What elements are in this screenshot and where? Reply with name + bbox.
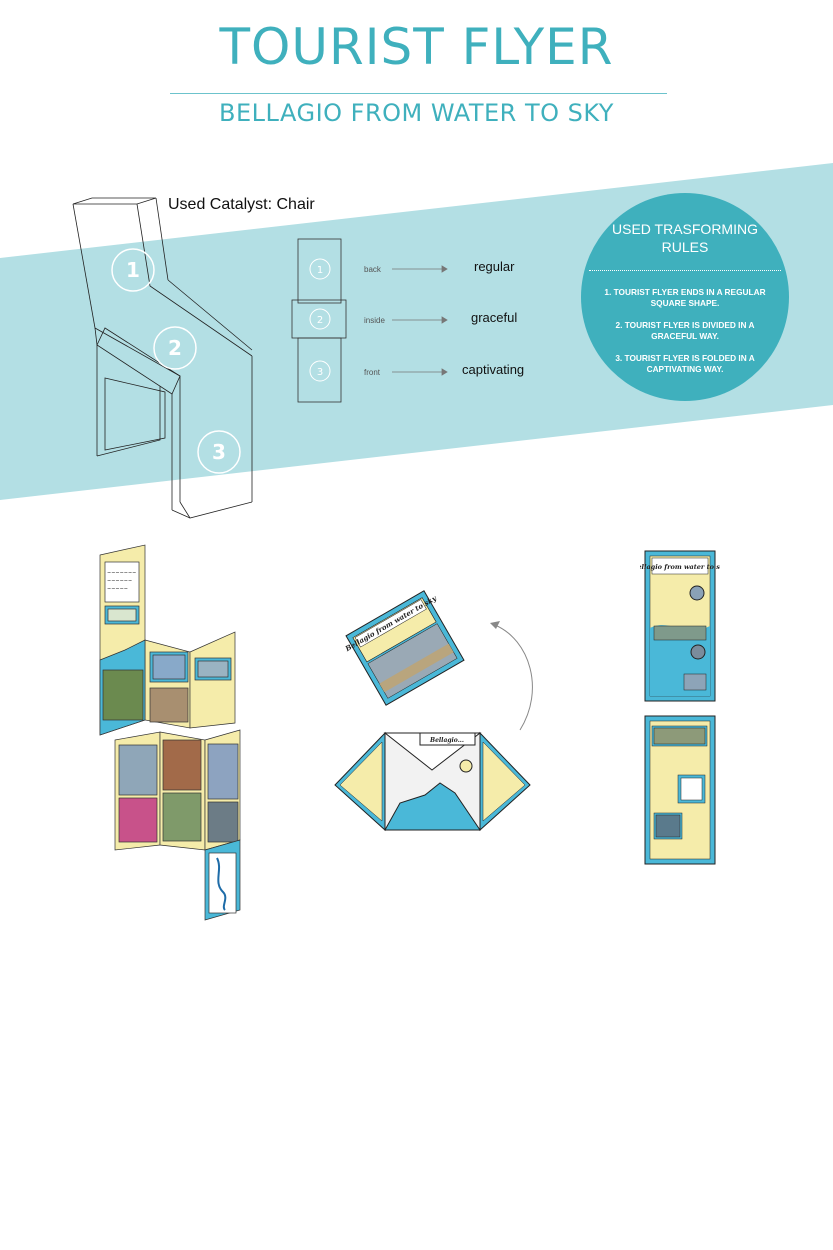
rules-circle: USED TRASFORMING RULES 1. TOURIST FLYER … [581,193,789,401]
title-divider [170,93,667,94]
position-inside: inside [364,316,385,325]
chair-drawing [72,197,253,519]
arrow-icon [441,368,448,376]
svg-text:~~~~~: ~~~~~ [107,586,128,592]
fold-num-2: 2 [317,315,323,326]
svg-text:~~~~~~~: ~~~~~~~ [107,570,136,576]
arrows [392,265,448,376]
right-panel-heading: Bellagio from water to sky [640,563,720,571]
rules-divider [589,270,781,271]
fold-num-3: 3 [317,367,323,378]
curved-arrow-icon [490,621,500,629]
fold-diagram: 1 2 3 [291,238,347,403]
arrow-icon [441,316,448,324]
chair-marker-1: 1 [111,248,155,292]
page-title: TOURIST FLYER [219,18,614,76]
arrow-icon [441,265,448,273]
flyer-mockup-right: Bellagio from water to sky [640,550,720,865]
chair-number-3: 3 [212,440,226,464]
catalyst-label: Used Catalyst: Chair [168,196,315,213]
position-back: back [364,265,381,274]
page-subtitle: BELLAGIO FROM WATER TO SKY [219,99,614,127]
flyer-mockup-center: Bellagio from water to sky Bellagio... [334,590,533,832]
trait-regular: regular [474,259,515,274]
position-front: front [364,368,381,377]
svg-text:~~~~~~: ~~~~~~ [107,578,132,584]
chair-marker-2: 2 [153,326,197,370]
envelope-label: Bellagio... [429,737,464,744]
rule-3: 3. TOURIST FLYER IS FOLDED IN A CAPTIVAT… [615,353,755,374]
rule-2: 2. TOURIST FLYER IS DIVIDED IN A GRACEFU… [615,320,755,341]
chair-number-1: 1 [126,258,140,282]
fold-num-1: 1 [317,265,323,276]
chair-number-2: 2 [168,336,182,360]
rule-1: 1. TOURIST FLYER ENDS IN A REGULAR SQUAR… [604,287,766,308]
chair-marker-3: 3 [197,430,241,474]
trait-graceful: graceful [471,310,518,325]
trait-captivating: captivating [462,362,525,377]
rules-title: USED TRASFORMING RULES [612,221,758,255]
flyer-mockup-left: ~~~~~~~~~~~~~~~~~~ [99,544,241,921]
